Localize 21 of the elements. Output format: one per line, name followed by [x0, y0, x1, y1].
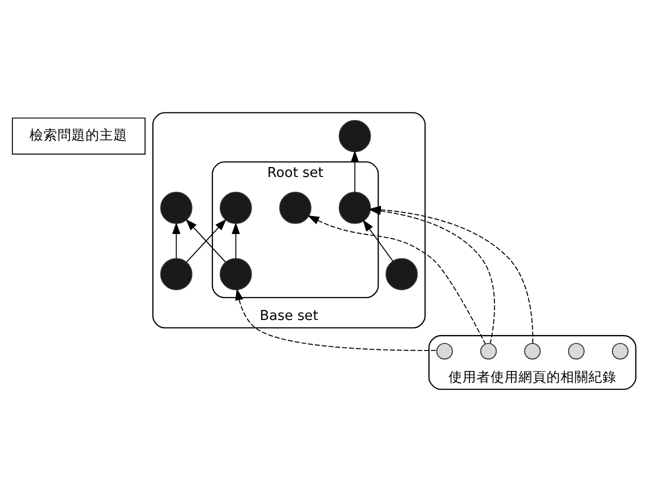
node-circle — [568, 342, 585, 360]
arrow — [308, 215, 486, 344]
arrow — [172, 222, 180, 259]
node-circle — [612, 342, 628, 360]
node-circle — [160, 258, 192, 290]
node-box: 檢索問題的主題 — [12, 118, 146, 155]
arrow — [350, 150, 359, 193]
arrow — [235, 288, 438, 351]
node-circle — [386, 258, 418, 290]
node-circle — [279, 192, 312, 224]
node-circle — [220, 258, 252, 290]
node-circle — [436, 342, 453, 360]
arrow — [362, 220, 394, 262]
node-circle — [160, 192, 192, 224]
cluster: 使用者使用網頁的相關紀錄 — [428, 335, 636, 390]
node-circle — [220, 192, 252, 224]
node-circle — [338, 120, 371, 152]
arrow — [232, 222, 240, 259]
node-circle — [524, 342, 541, 360]
node-circle — [338, 192, 371, 224]
node-circle — [480, 342, 497, 360]
